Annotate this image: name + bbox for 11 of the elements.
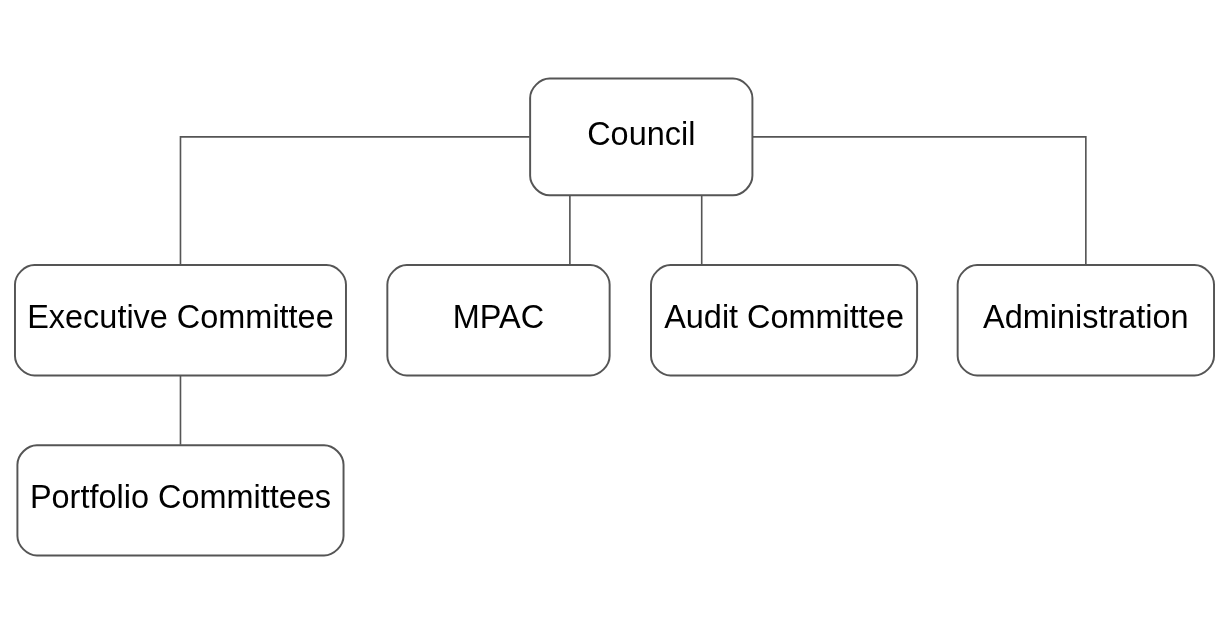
node-box: MPAC [386,263,611,376]
connector [179,374,182,445]
node-box: Executive Committee [14,263,347,376]
connector [569,194,571,266]
node-box: Council [529,77,754,196]
connector [752,135,1087,266]
connector [179,135,531,266]
node-box: Portfolio Committees [16,443,345,556]
connector [700,194,703,266]
node-box: Audit Committee [650,263,919,376]
node-box: Administration [956,263,1215,376]
